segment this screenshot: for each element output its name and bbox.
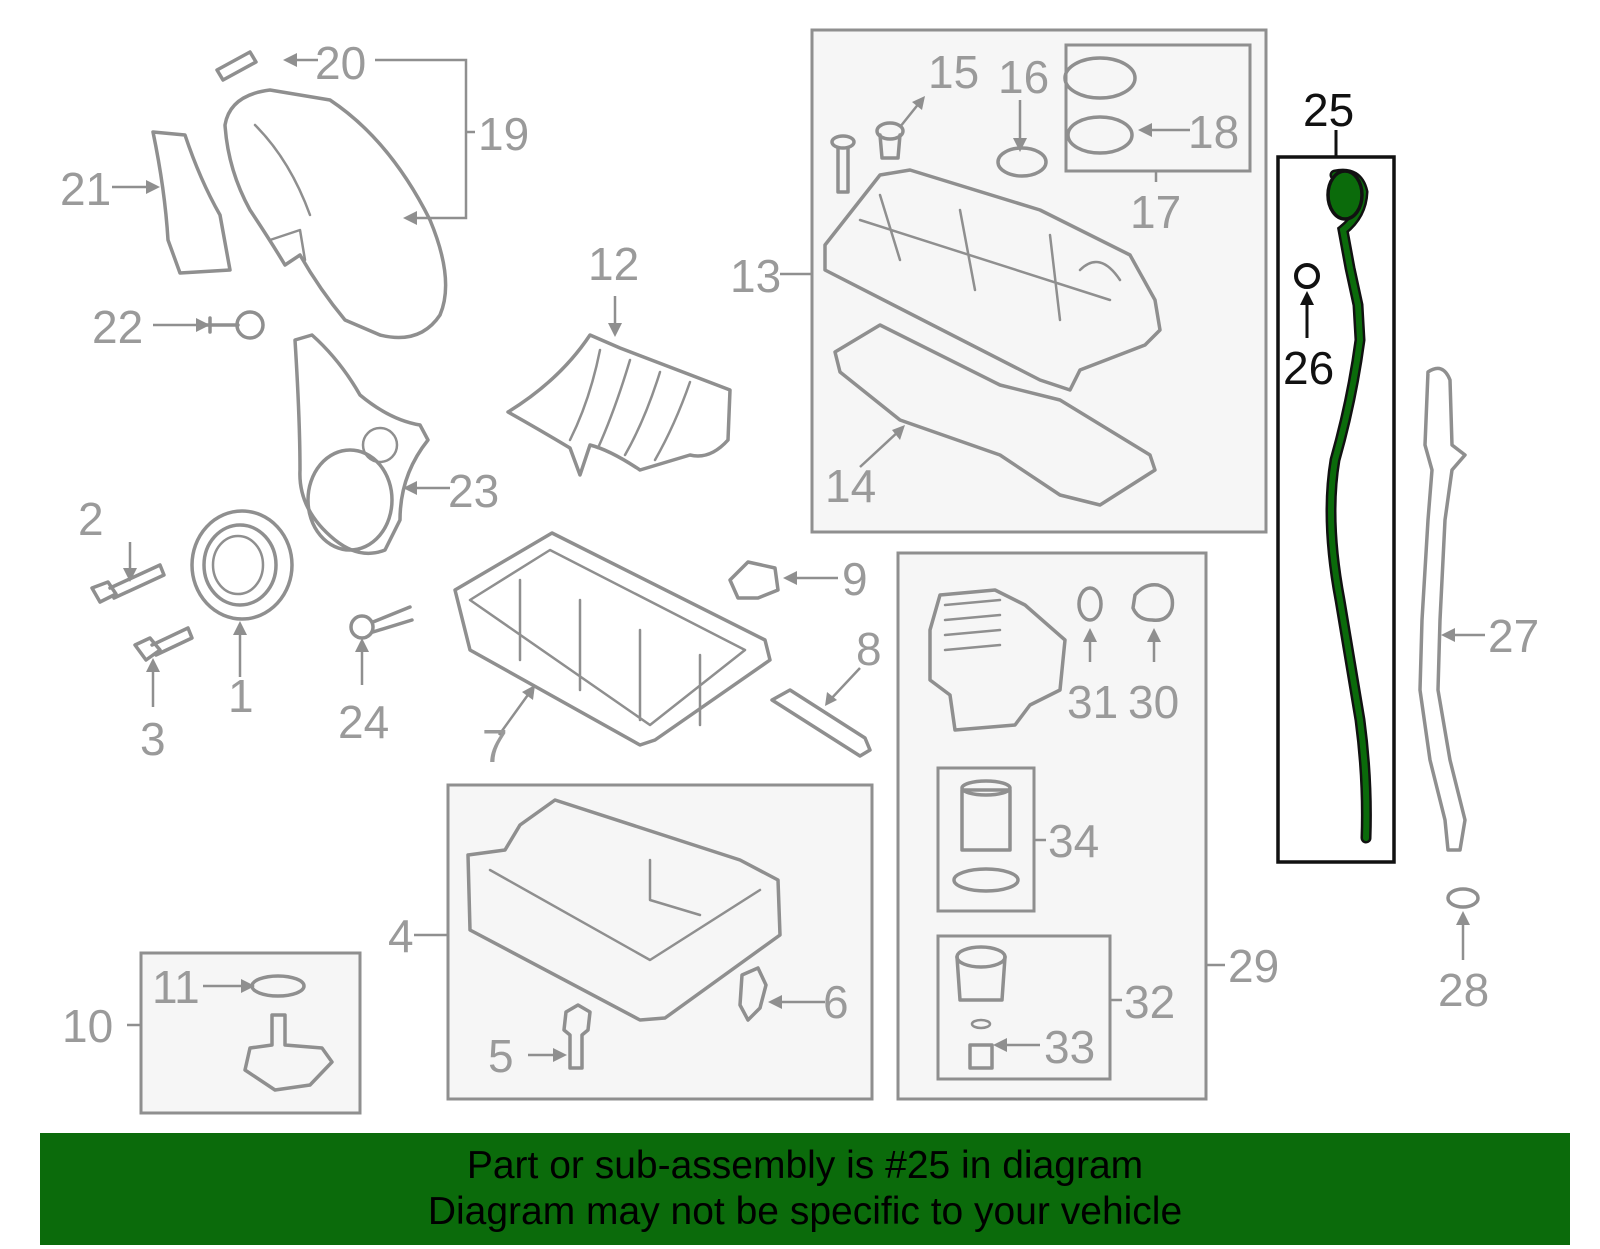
part-22-bolt [203, 310, 265, 340]
callout-6: 6 [823, 976, 849, 1028]
leader-arrowheads [123, 53, 1470, 1062]
part-2-bolt [90, 563, 166, 604]
part-26-seal [1294, 263, 1320, 289]
part-21-cover-panel [151, 130, 232, 275]
part-23-seal-ring [306, 448, 394, 552]
part-13-ribs [858, 193, 1122, 322]
part-18-cap-seal [1066, 115, 1134, 155]
callout-1: 1 [228, 670, 254, 722]
callout-9: 9 [842, 553, 868, 605]
part-23-port [361, 426, 399, 464]
callout-7: 7 [482, 720, 508, 772]
part-27-dipstick-tube [1418, 366, 1467, 852]
callout-20: 20 [315, 37, 366, 89]
part-12-ribs [568, 348, 692, 462]
part-4-inner-lines [488, 858, 762, 962]
callout-8: 8 [856, 623, 882, 675]
part-10-oil-level-sensor [243, 1013, 334, 1092]
callout-23: 23 [448, 465, 499, 517]
callout-33: 33 [1044, 1021, 1095, 1073]
callout-17: 17 [1130, 186, 1181, 238]
callout-14: 14 [825, 460, 876, 512]
callout-10: 10 [62, 1000, 113, 1052]
callout-3: 3 [140, 713, 166, 765]
callout-5: 5 [488, 1030, 514, 1082]
part-15-grommet [875, 121, 905, 160]
part-24-sensor [349, 605, 414, 640]
leader-lines [112, 58, 1485, 1057]
part-30-seal [1131, 582, 1175, 622]
part-12-oil-baffle [506, 333, 732, 477]
part-19-upper-timing-cover [223, 88, 448, 340]
callout-12: 12 [588, 238, 639, 290]
callout-4: 4 [388, 910, 414, 962]
part-18-oil-cap [1063, 56, 1137, 100]
part-7-upper-oil-pan [453, 531, 772, 747]
part-1-crank-pulley [190, 509, 294, 621]
part-5-drain-plug [562, 1003, 592, 1070]
notice-line-part: Part or sub-assembly is #25 in diagram [466, 1144, 1144, 1187]
part-7-inner-walls [468, 548, 747, 727]
callout-11: 11 [152, 961, 200, 1013]
callout-13: 13 [730, 250, 781, 302]
part-14-valve-cover-gasket [833, 323, 1157, 507]
callout-21: 21 [60, 163, 111, 215]
notice-banner: Part or sub-assembly is #25 in diagram D… [40, 1133, 1570, 1245]
callout-28: 28 [1438, 964, 1489, 1016]
callout-31: 31 [1067, 676, 1118, 728]
part-19-ribs [253, 123, 312, 262]
part-34-oil-filter-element [952, 779, 1020, 893]
oil-pan-baffle-group-box [446, 783, 874, 1101]
part-29-cooler-fins [943, 598, 1002, 652]
callout-27: 27 [1488, 610, 1539, 662]
part-4-lower-oil-pan [466, 798, 782, 1022]
callout-2: 2 [78, 493, 104, 545]
callout-19: 19 [478, 108, 529, 160]
highlight-leader-lines [1300, 130, 1338, 338]
part-28-washer [1446, 887, 1480, 909]
callout-30: 30 [1128, 676, 1179, 728]
part-15-bolt [830, 134, 856, 194]
part-23-lower-timing-cover [293, 333, 430, 556]
part-20-seal [215, 50, 258, 82]
oil-filter-element-subgroup-box [936, 766, 1036, 913]
part-29-oil-filter-housing [928, 588, 1067, 732]
callout-34: 34 [1048, 815, 1099, 867]
callout-29: 29 [1228, 940, 1279, 992]
callout-25: 25 [1303, 84, 1354, 136]
part-32-filter-cap [955, 945, 1007, 1002]
filter-cap-subgroup-box [936, 934, 1112, 1081]
part-31-washer [1077, 586, 1103, 622]
part-9-plug [728, 560, 780, 600]
callout-22: 22 [92, 301, 143, 353]
callout-15: 15 [928, 46, 979, 98]
oil-level-sensor-group-box [139, 951, 362, 1115]
part-8-gasket-strip [770, 688, 872, 758]
callout-32: 32 [1124, 976, 1175, 1028]
callout-18: 18 [1188, 106, 1239, 158]
part-6-clip [738, 966, 768, 1022]
part-25-dipstick-handle[interactable] [1326, 169, 1364, 221]
callout-16: 16 [998, 51, 1049, 103]
part-3-bolt [133, 626, 194, 662]
notice-line-disclaimer: Diagram may not be specific to your vehi… [427, 1190, 1183, 1233]
callout-26: 26 [1283, 342, 1334, 394]
part-33-drain-plug [968, 1018, 994, 1070]
callout-24: 24 [338, 696, 389, 748]
oil-cap-subgroup-box [1064, 43, 1252, 173]
part-13-valve-cover [823, 168, 1162, 392]
